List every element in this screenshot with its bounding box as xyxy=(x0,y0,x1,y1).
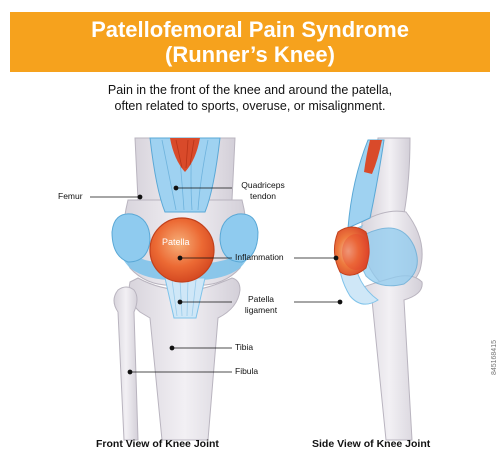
label-quadriceps-tendon: Quadriceps tendon xyxy=(232,180,294,202)
side-quadriceps-muscle xyxy=(364,140,382,174)
caption-side-view: Side View of Knee Joint xyxy=(312,438,431,450)
description-line-1: Pain in the front of the knee and around… xyxy=(107,83,393,97)
label-fibula: Fibula xyxy=(235,366,259,376)
label-patella-ligament-line-2: ligament xyxy=(244,305,278,315)
front-view xyxy=(111,137,259,441)
lateral-capsule xyxy=(219,213,259,263)
title-line-1: Patellofemoral Pain Syndrome xyxy=(91,17,409,42)
patella-bone xyxy=(149,217,215,283)
quadriceps-tendon xyxy=(149,137,221,213)
fibula xyxy=(113,286,139,441)
label-patella-ligament: Patella ligament xyxy=(232,294,290,316)
label-quadriceps-line-1: Quadriceps xyxy=(241,180,285,190)
label-patella-ligament-line-1: Patella xyxy=(248,294,274,304)
cartilage xyxy=(117,225,253,281)
title-line-2: (Runner’s Knee) xyxy=(165,42,335,67)
stock-id: 845168415 xyxy=(491,340,498,376)
title-banner: Patellofemoral Pain Syndrome (Runner’s K… xyxy=(10,12,490,72)
side-view xyxy=(334,137,423,441)
leader-lines xyxy=(90,185,343,375)
description-line-2: often related to sports, overuse, or mis… xyxy=(114,99,386,113)
label-tibia: Tibia xyxy=(235,342,254,352)
label-inflammation: Inflammation xyxy=(235,252,284,262)
label-femur: Femur xyxy=(58,191,83,201)
label-patella: Patella xyxy=(162,237,190,247)
medial-capsule xyxy=(111,213,151,263)
caption-front-view: Front View of Knee Joint xyxy=(96,438,219,450)
description: Pain in the front of the knee and around… xyxy=(40,82,460,114)
label-quadriceps-line-2: tendon xyxy=(250,191,276,201)
